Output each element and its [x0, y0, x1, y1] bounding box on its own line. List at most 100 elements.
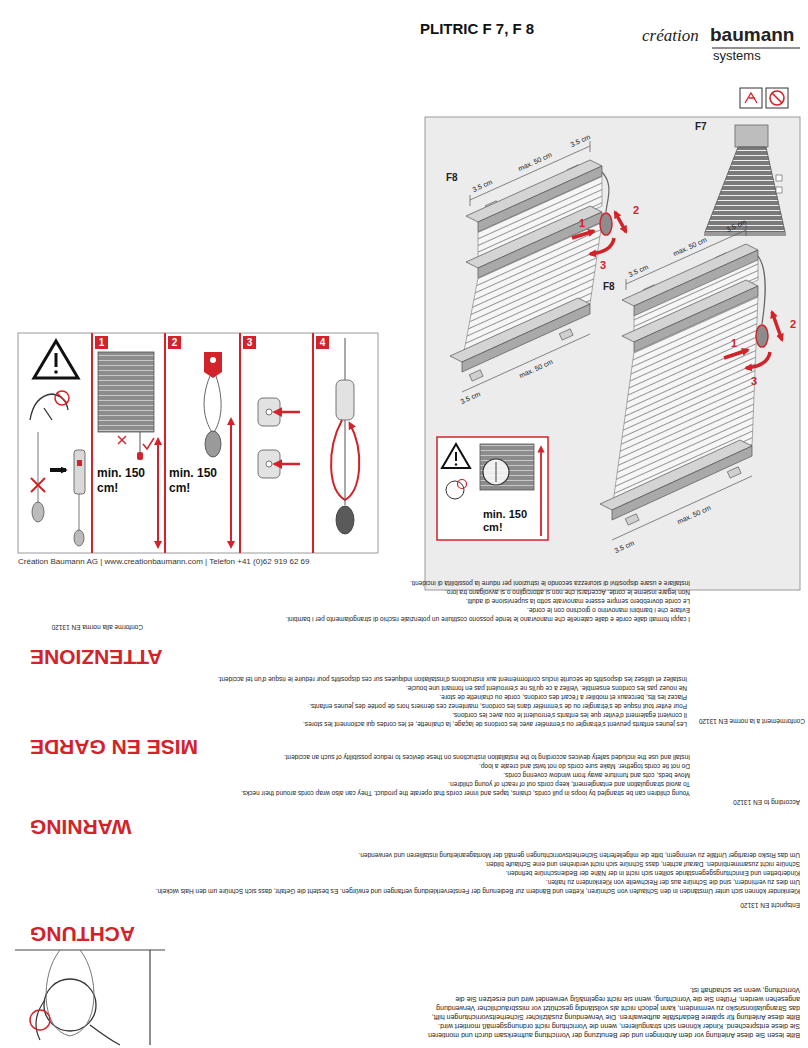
callout-number: 1 — [731, 337, 737, 350]
black-arrow — [50, 468, 66, 472]
cord — [496, 462, 497, 482]
document-title: PLITRIC F 7, F 8 — [420, 20, 534, 37]
exclamation — [455, 452, 457, 461]
red-arrow — [772, 312, 782, 340]
warning-text: Um das Risiko derartiger Unfälle zu verr… — [60, 851, 800, 859]
norm-reference: Conforme alla norma EN 13120 — [18, 623, 143, 631]
dimension-tick — [626, 279, 627, 290]
separator — [312, 333, 314, 553]
dimension-tick — [590, 141, 591, 152]
child-cord-illustration — [15, 950, 165, 1045]
magnifier — [483, 459, 509, 485]
warning-text: I cappi formati dalle corde e dalle cate… — [150, 615, 690, 623]
warning-text: To avoid strangulation and entanglement,… — [60, 780, 690, 788]
cord-device — [74, 450, 85, 494]
warning-text: Le corde dovrebbero sempre essere manovr… — [150, 597, 690, 605]
model-label: F8 — [603, 281, 615, 293]
logo-text: création — [642, 26, 699, 46]
separator — [164, 333, 166, 553]
norm-reference-block: Conformément à la norme EN 13120 — [690, 716, 805, 725]
prohibition-sign — [770, 91, 784, 105]
cord-loop — [46, 950, 94, 1036]
norm-reference: According to EN 13120 — [695, 798, 800, 806]
operating-cord — [758, 256, 765, 324]
bottom-rail-front — [462, 304, 590, 372]
bottom-rail — [704, 232, 786, 236]
icon-hand — [745, 93, 757, 103]
cord — [140, 432, 141, 452]
callout-number: 2 — [790, 318, 796, 331]
exclamation-dot — [54, 370, 58, 374]
red-arrow — [615, 212, 626, 232]
height-arrow — [230, 420, 232, 546]
red-arrow — [590, 238, 614, 254]
warning-heading: ACHTUNG — [30, 923, 135, 945]
step-number: 3 — [243, 336, 256, 349]
cross-mark — [118, 436, 126, 444]
check-mark — [143, 438, 154, 449]
warning-text: Ne nouez pas les cordons ensemble. Veill… — [15, 684, 687, 692]
warning-heading: MISE EN GARDE — [30, 736, 198, 758]
warning-text: Young children can be strangled by loops… — [60, 789, 690, 797]
warning-text: Um dies zu verhindern, sind die Schnüre … — [60, 878, 800, 886]
separator — [239, 333, 241, 553]
bottom-rail-front — [612, 446, 752, 520]
height-note: min. 150 cm! — [483, 508, 537, 534]
norm-reference: Entspricht EN 13120 — [695, 901, 800, 909]
norm-reference: Conformément à la norme EN 13120 — [690, 717, 805, 725]
inset-frame — [437, 437, 548, 540]
warning-text: Kinderbetten und Einrichtungsgegenstände… — [60, 869, 800, 877]
cord-handle — [74, 530, 84, 546]
step-number: 2 — [168, 336, 181, 349]
height-note: min. 150 cm! — [169, 466, 225, 496]
bottom-rail-top — [450, 298, 590, 362]
logo-text: baumann — [710, 24, 794, 46]
warning-heading: ATTENZIONE — [30, 646, 163, 668]
prohibition-sign — [55, 391, 69, 405]
cord-handle — [205, 431, 221, 457]
warning-text: Kleinkinder können sich unter Umständen … — [60, 887, 800, 895]
warning-triangle — [34, 341, 78, 378]
device-hole — [210, 357, 216, 363]
window-blind — [480, 444, 534, 490]
strip-frame — [18, 333, 378, 553]
warning-text-block: Les jeunes enfants peuvent s'étrangler o… — [15, 674, 687, 728]
height-arrow — [540, 448, 542, 536]
norm-reference-block: Conforme alla norma EN 13120 — [18, 622, 143, 631]
window-sill — [15, 949, 165, 950]
bracket — [727, 467, 741, 478]
callout-number: 3 — [600, 259, 606, 272]
screw-arrow — [276, 463, 300, 466]
window-blind — [98, 352, 154, 432]
step-number: 4 — [316, 336, 329, 349]
cord-loop — [204, 376, 221, 432]
warning-text-block: I cappi formati dalle corde e dalle cate… — [150, 578, 690, 623]
warning-heading: WARNING — [30, 816, 132, 838]
cord — [345, 420, 346, 505]
warning-heading-block: ACHTUNG — [30, 922, 135, 945]
icon-frame — [740, 88, 762, 108]
step-number: 1 — [95, 336, 108, 349]
red-arrow — [724, 350, 748, 358]
warning-inset — [437, 437, 548, 540]
model-label: F7 — [695, 121, 707, 133]
cross-mark — [118, 436, 126, 444]
warning-triangle — [442, 444, 470, 468]
cord — [345, 338, 346, 380]
bracket — [559, 329, 573, 340]
usage-icons — [740, 88, 788, 108]
warning-text-block: Kleinkinder können sich unter Umständen … — [60, 850, 800, 895]
warning-text: Non legare insieme le corde. Accertarsi … — [150, 588, 690, 596]
cord-safety-device — [204, 352, 222, 378]
icon-frame — [766, 88, 788, 108]
hand-icon — [446, 481, 464, 499]
device-clip — [77, 460, 82, 466]
warning-text: Pour éviter tout risque de s'étrangler o… — [15, 702, 687, 710]
warning-text: Evitare che i bambini manovrino o giochi… — [150, 606, 690, 614]
warning-heading-block: ATTENZIONE — [30, 645, 163, 668]
exclamation — [55, 353, 58, 367]
cord-handle — [336, 506, 354, 534]
footer-contact: Création Baumann AG | www.creationbauman… — [18, 557, 310, 566]
prohibition-slash — [772, 93, 782, 103]
